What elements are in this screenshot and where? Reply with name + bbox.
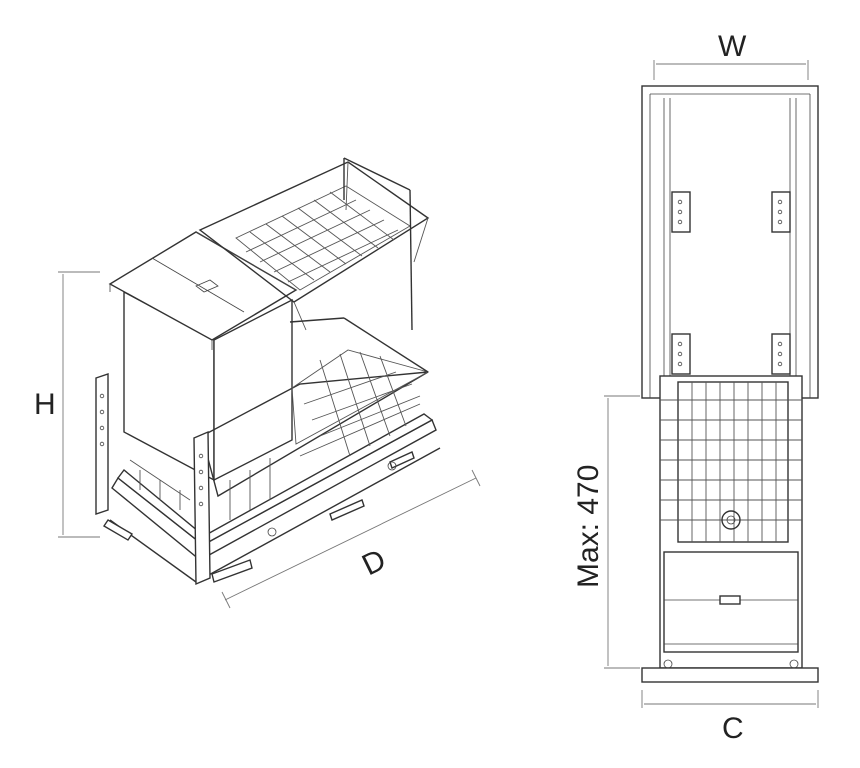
cabinet-outline [641,85,819,399]
top-view: W [572,30,819,745]
width-label: W [718,30,747,63]
width-dimension [653,60,809,80]
mounting-rails [95,373,211,586]
height-dimension [58,271,100,538]
top-basket-grid [660,381,802,543]
mounting-plates [671,191,791,375]
max-extension-label: Max: 470 [572,465,605,588]
lower-basket [129,317,430,520]
waste-bin [108,231,298,482]
base-plate [641,667,819,683]
upper-basket [198,157,430,331]
depth-dimension [221,469,481,609]
top-bin [663,551,799,653]
carcass-label: C [722,712,744,745]
isometric-view: H D [34,157,481,609]
carcass-dimension [641,690,819,708]
max-extension-dimension [604,395,640,669]
depth-label: D [357,543,391,582]
height-label: H [34,388,56,421]
